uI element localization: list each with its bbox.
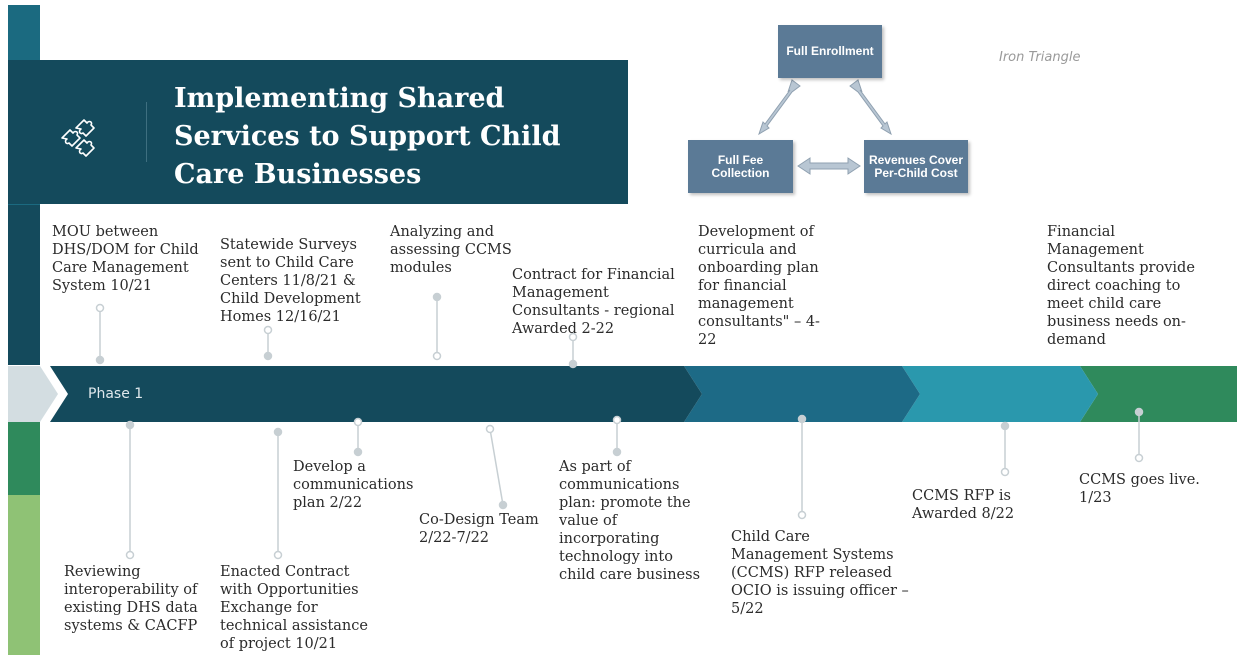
event-contract-financial: Contract for Financial Management Consul… (512, 267, 675, 337)
title-divider (146, 102, 147, 162)
timeline-segment-phase3 (902, 366, 1098, 422)
event-promote-technology: As part of communications plan: promote … (559, 459, 701, 583)
left-band-light-green (8, 495, 40, 655)
event-co-design-team: Co-Design Team 2/22-7/22 (419, 512, 539, 546)
page-title: Implementing Shared Services to Support … (174, 83, 561, 190)
event-statewide-surveys: Statewide Surveys sent to Child Care Cen… (220, 237, 361, 325)
event-ccms-goes-live: CCMS goes live. 1/23 (1079, 472, 1200, 506)
timeline-start-notch (8, 366, 58, 422)
timeline-segment-phase2 (684, 366, 920, 422)
left-band-green (8, 420, 40, 495)
iron-triangle-node-enrollment: Full Enrollment (778, 25, 882, 78)
event-mou: MOU between DHS/DOM for Child Care Manag… (52, 224, 199, 294)
phase-label: Phase 1 (88, 386, 144, 402)
event-financial-coaching: Financial Management Consultants provide… (1047, 224, 1195, 348)
event-reviewing-interoperability: Reviewing interoperability of existing D… (64, 564, 198, 634)
puzzle-icon (61, 119, 95, 157)
event-analyzing-ccms: Analyzing and assessing CCMS modules (390, 224, 512, 276)
timeline-segment-phase1 (50, 366, 702, 422)
event-enacted-contract: Enacted Contract with Opportunities Exch… (220, 564, 368, 652)
iron-triangle-node-fee-collection: Full Fee Collection (688, 140, 793, 193)
iron-triangle-label: Iron Triangle (999, 50, 1081, 65)
event-communications-plan: Develop a communications plan 2/22 (293, 459, 414, 511)
timeline-segment-phase4 (1080, 366, 1237, 422)
timeline-band (8, 366, 1237, 422)
iron-triangle-arrows (758, 79, 892, 175)
iron-triangle-node-revenues: Revenues Cover Per-Child Cost (864, 140, 968, 193)
title-banner (8, 60, 628, 204)
event-ccms-rfp-awarded: CCMS RFP is Awarded 8/22 (912, 488, 1015, 522)
event-ccms-rfp-released: Child Care Management Systems (CCMS) RFP… (731, 529, 909, 617)
left-band-dark (8, 205, 40, 365)
event-curricula-development: Development of curricula and onboarding … (698, 224, 820, 348)
